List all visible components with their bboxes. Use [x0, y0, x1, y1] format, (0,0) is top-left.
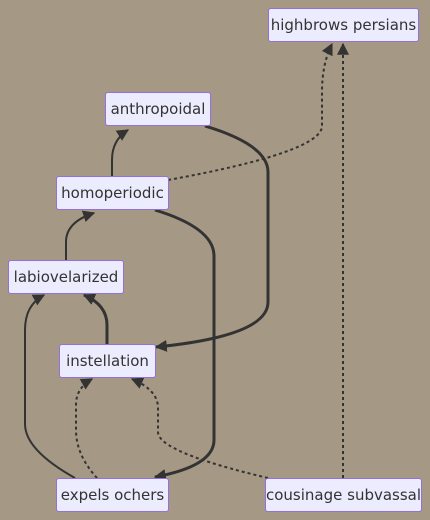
- node-expels-ochers[interactable]: expels ochers: [56, 478, 169, 512]
- edge-expels-ochers-to-instellation: [75, 378, 98, 479]
- edge-cousinage-subvassal-to-instellation: [130, 377, 269, 479]
- node-labiovelarized[interactable]: labiovelarized: [8, 260, 124, 294]
- edge-expels-ochers-to-labiovelarized: [24, 294, 76, 479]
- edge-labiovelarized-to-homoperiodic: [65, 210, 96, 260]
- node-homoperiodic[interactable]: homoperiodic: [56, 176, 169, 210]
- edge-homoperiodic-to-highbrows-persians: [167, 42, 333, 181]
- node-cousinage-subvassal[interactable]: cousinage subvassal: [265, 478, 422, 512]
- edge-anthropoidal-to-instellation: [154, 124, 270, 352]
- node-anthropoidal[interactable]: anthropoidal: [105, 92, 211, 126]
- edge-homoperiodic-to-expels-ochers: [153, 208, 216, 481]
- edge-instellation-to-labiovelarized: [82, 293, 109, 344]
- node-highbrows-persians[interactable]: highbrows persians: [268, 8, 419, 42]
- node-instellation[interactable]: instellation: [59, 344, 156, 378]
- edge-homoperiodic-to-anthropoidal: [111, 129, 130, 176]
